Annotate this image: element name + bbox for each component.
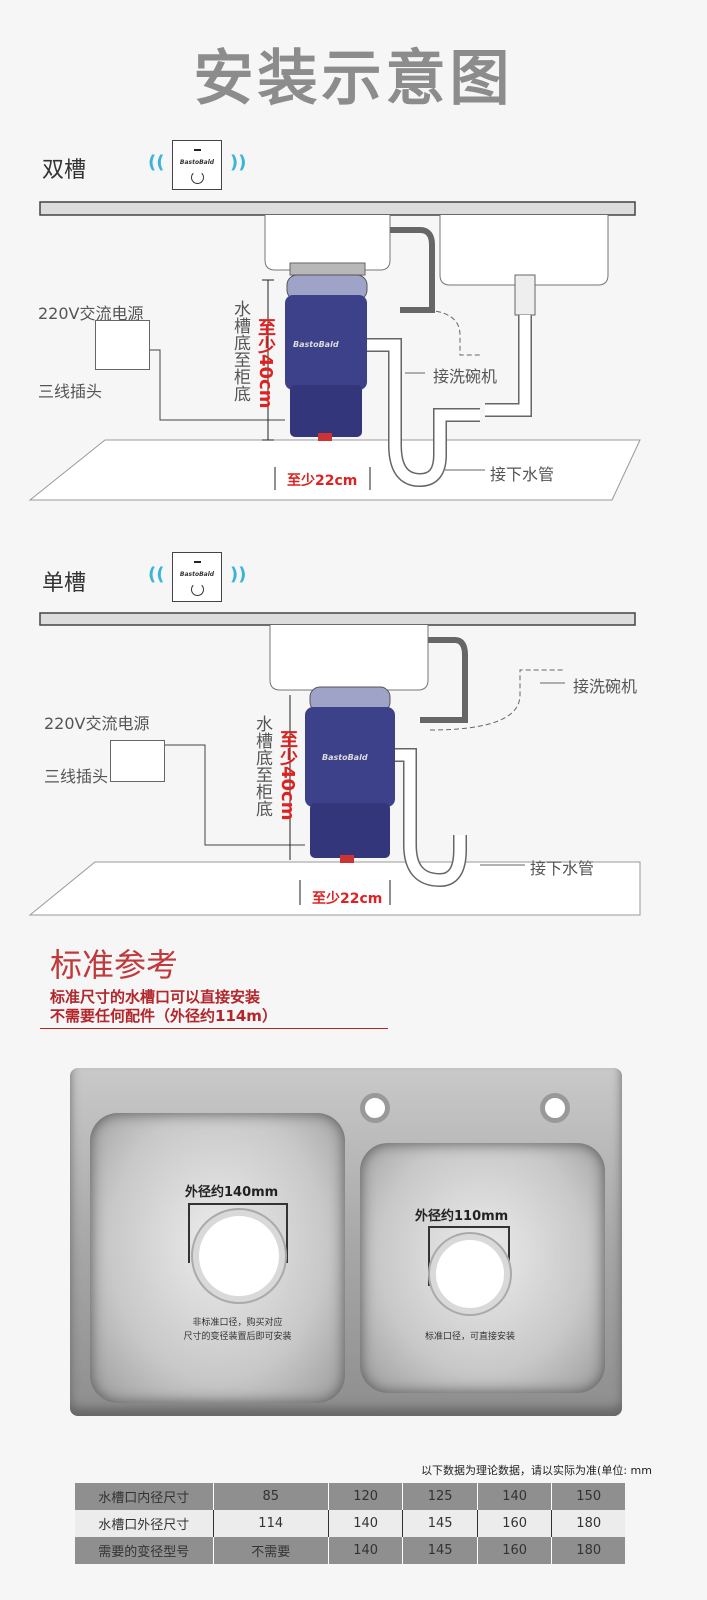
left-sink-bowl [264,215,391,271]
signal-right-icon: )) [230,564,247,585]
power-label: 220V交流电源 [38,304,144,323]
countertop [39,612,636,626]
cabinet-floor [28,439,641,501]
divider [40,1028,388,1029]
reference-line-1: 标准尺寸的水槽口可以直接安装 [50,988,261,1006]
right-drain [514,274,536,316]
dishwasher-label: 接洗碗机 [433,367,498,386]
disposer-logo: BastoBald [293,340,339,349]
table-cell: 不需要 [212,1537,329,1564]
outlet-icon [95,320,150,370]
table-note: 以下数据为理论数据，请以实际为准(单位: mm [421,1464,652,1477]
table-cell: 180 [551,1510,625,1537]
left-note: 非标准口径，购买对应尺寸的变径装置后即可安装 [183,1318,292,1342]
disposer-body [305,707,395,807]
power-icon [191,171,204,184]
right-diameter: 外径约110mm [415,1209,509,1224]
table-cell: 150 [551,1483,625,1510]
signal-right-icon: )) [230,152,247,173]
drain-label: 接下水管 [530,859,595,878]
right-note: 标准口径，可直接安装 [424,1332,515,1342]
wireless-switch: BastoBald [172,552,222,602]
sink-photo: 外径约140mm 非标准口径，购买对应尺寸的变径装置后即可安装 外径约110mm… [70,1068,622,1416]
tap-hole [360,1093,390,1123]
outlet-icon [110,740,165,782]
table-cell: 145 [402,1510,478,1537]
table-cell: 140 [327,1510,403,1537]
double-sink-label: 双槽 [42,158,87,183]
right-dim-bracket [428,1226,510,1286]
table-cell: 140 [327,1537,403,1564]
table-cell: 114 [212,1510,329,1537]
table-cell: 140 [476,1483,552,1510]
page-title: 安装示意图 [193,44,514,114]
table-cell: 需要的变径型号 [75,1537,213,1564]
height-min: 至少40cm [255,318,276,409]
table-cell: 160 [476,1537,552,1564]
height-min: 至少40cm [277,730,298,821]
countertop [39,201,636,216]
left-dim-bracket [188,1203,288,1263]
plug-label: 三线插头 [38,382,103,401]
power-label: 220V交流电源 [44,714,150,733]
table-cell: 125 [402,1483,478,1510]
reference-title: 标准参考 [50,946,179,984]
signal-left-icon: (( [148,152,165,173]
table-cell: 85 [212,1483,329,1510]
single-sink-label: 单槽 [42,571,87,596]
cabinet-floor [28,861,641,916]
left-diameter: 外径约140mm [185,1185,279,1200]
table-cell: 180 [551,1537,625,1564]
disposer-body [285,295,367,390]
table-cell: 水槽口外径尺寸 [75,1510,213,1537]
flange [289,262,366,276]
right-drain-hole [430,1234,510,1314]
double-sink-drawing: BastoBald [28,201,641,501]
dishwasher-label: 接洗碗机 [573,677,638,696]
signal-left-icon: (( [148,564,165,585]
disposer-logo: BastoBald [322,753,368,762]
height-label: 水槽底至柜底 [230,300,250,402]
width-min: 至少22cm [312,891,383,907]
height-label: 水槽底至柜底 [252,715,272,817]
table-cell: 160 [476,1510,552,1537]
drain-label: 接下水管 [490,465,555,484]
table-cell: 120 [327,1483,403,1510]
wireless-switch: BastoBald [172,140,222,190]
plug-label: 三线插头 [44,767,109,786]
reference-line-2: 不需要任何配件（外径约114m） [50,1007,277,1025]
sink-bowl [269,625,429,691]
tap-hole [540,1093,570,1123]
left-drain-hole [193,1210,285,1302]
width-min: 至少22cm [287,473,358,489]
table-cell: 145 [402,1537,478,1564]
single-sink-drawing: BastoBald [28,612,641,916]
table-cell: 水槽口内径尺寸 [75,1483,213,1510]
power-icon [191,583,204,596]
